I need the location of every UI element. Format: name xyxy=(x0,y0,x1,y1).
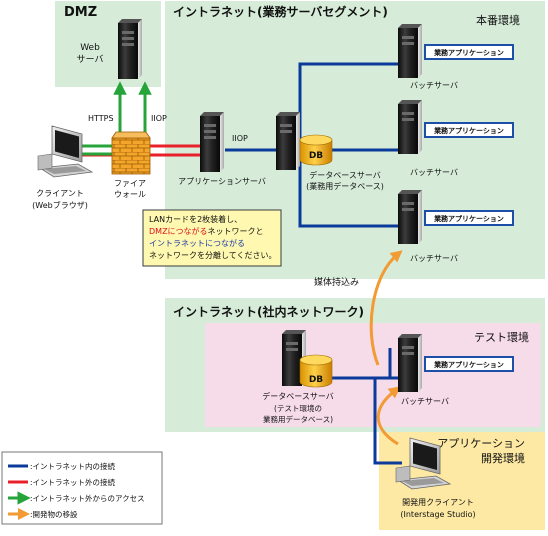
app-tag-1-label: 業務アプリケーション xyxy=(433,48,504,57)
db-server-prod-label-line2: (業務用データベース) xyxy=(306,181,384,191)
dev-client-label-line1: 開発用クライアント xyxy=(402,498,474,507)
dmz-label: DMZ xyxy=(64,5,97,20)
firewall-label-line2: ウォール xyxy=(114,190,146,199)
app-tag-test-label: 業務アプリケーション xyxy=(433,360,504,369)
lan-note-line4: ネットワークを分離してください。 xyxy=(149,250,277,260)
legend: :イントラネット内の接続 :イントラネット外の接続 :イントラネット外からのアク… xyxy=(1,451,163,525)
lan-note-box xyxy=(142,209,282,267)
db-test-cylinder-icon xyxy=(299,354,333,388)
app-tag-3-label: 業務アプリケーション xyxy=(433,214,504,223)
batch-server-2-icon xyxy=(398,100,422,154)
db-server-prod-label-line1: データベースサーバ xyxy=(309,170,381,180)
db-prod-cylinder-icon xyxy=(299,134,333,166)
batch-server-2-label: バッチサーバ xyxy=(410,168,458,177)
migration-arrows xyxy=(369,250,403,446)
db-prod-text: DB xyxy=(309,151,323,161)
production-env-label: 本番環境 xyxy=(476,13,520,27)
dev-env-label-line2: 開発環境 xyxy=(481,451,525,465)
dmz-zone xyxy=(55,1,161,87)
iiop-label-mid: IIOP xyxy=(232,134,248,143)
intranet-business-label: イントラネット(業務サーバセグメント) xyxy=(173,4,388,19)
iiop-label-top: IIOP xyxy=(151,114,167,123)
batch-server-3-icon xyxy=(398,190,422,244)
batch-server-3-label: バッチサーバ xyxy=(410,254,458,263)
lan-note-dmz: DMZにつながる xyxy=(149,226,208,236)
legend-migration-label: :開発物の移設 xyxy=(30,509,78,519)
legend-external-label: :イントラネット外の接続 xyxy=(30,477,116,487)
client-pc-icon xyxy=(37,125,94,178)
db-server-test-label-line1: データベースサーバ xyxy=(262,391,334,401)
firewall-label-line1: ファイア xyxy=(114,179,146,188)
app-server-icon xyxy=(200,112,224,172)
batch-server-1-icon xyxy=(398,24,422,78)
test-env-label: テスト環境 xyxy=(474,330,529,344)
db-test-text: DB xyxy=(309,375,323,385)
db-server-test-label-line3: 業務用データベース) xyxy=(263,414,333,424)
lan-note-line2-rest: ネットワークと xyxy=(208,227,264,236)
lan-note-line2: DMZにつながるネットワークと xyxy=(149,226,264,236)
batch-server-1-label: バッチサーバ xyxy=(410,81,458,90)
firewall-icon xyxy=(111,137,151,175)
client-label-line2: (Webブラウザ) xyxy=(32,200,88,210)
firewall xyxy=(111,131,151,175)
batch-server-test-label: バッチサーバ xyxy=(401,397,449,406)
app-server-label: アプリケーションサーバ xyxy=(178,177,266,186)
batch-server-test-icon xyxy=(398,334,422,392)
media-transfer-label: 媒体持込み xyxy=(314,276,359,288)
https-label: HTTPS xyxy=(88,114,114,123)
legend-access-label: :イントラネット外からのアクセス xyxy=(30,493,145,503)
intranet-internal-label: イントラネット(社内ネットワーク) xyxy=(173,304,364,319)
web-server-label-line1: Web xyxy=(80,43,100,53)
lan-note-line3: イントラネットにつながる xyxy=(149,238,245,248)
db-server-prod-icon xyxy=(276,112,300,170)
lan-note: LANカードを2枚装着し、 DMZにつながるネットワークと イントラネットにつな… xyxy=(142,209,282,267)
client-label-line1: クライアント xyxy=(36,189,84,198)
lan-note-line1: LANカードを2枚装着し、 xyxy=(149,214,242,224)
dev-env-label-line1: アプリケーション xyxy=(437,437,525,450)
dev-client-label-line2: (Interstage Studio) xyxy=(400,510,475,519)
web-server-label-line2: サーバ xyxy=(77,54,104,65)
app-tag-2-label: 業務アプリケーション xyxy=(433,126,504,135)
dev-client-pc-icon xyxy=(395,437,452,490)
db-server-test-label-line2: (テスト環境の xyxy=(274,403,322,413)
web-server-icon xyxy=(118,19,142,79)
legend-internal-label: :イントラネット内の接続 xyxy=(30,461,116,471)
